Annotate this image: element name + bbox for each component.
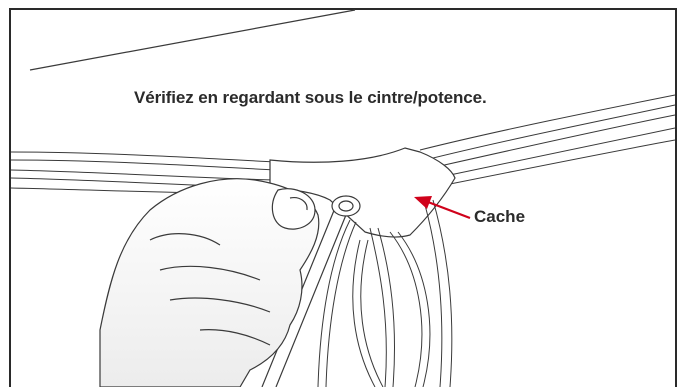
hand bbox=[100, 179, 319, 387]
instruction-text: Vérifiez en regardant sous le cintre/pot… bbox=[134, 88, 487, 108]
cache-callout-label: Cache bbox=[474, 207, 525, 227]
frame-tube-line bbox=[30, 10, 355, 70]
cable-bundle-right bbox=[420, 95, 675, 184]
